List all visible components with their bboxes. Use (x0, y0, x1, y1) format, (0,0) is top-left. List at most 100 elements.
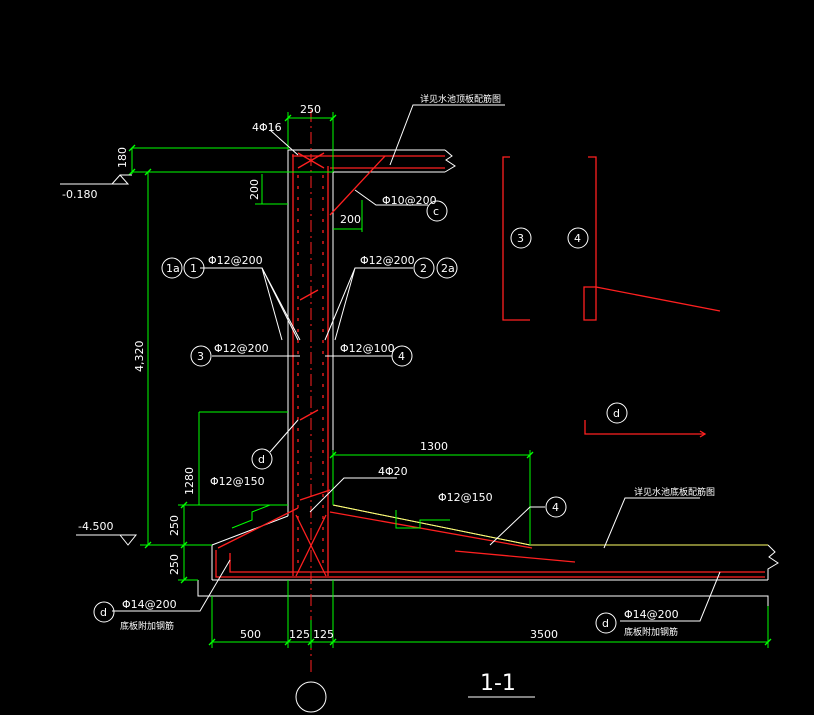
section-title: 1-1 (480, 671, 516, 696)
bar-shape-3 (502, 156, 530, 321)
spacing-ticks-right (395, 510, 450, 529)
tag-2a-text: 2a (441, 262, 455, 275)
rebar-inner-right-text: Φ12@200 (360, 254, 415, 267)
bar-shape-4-tail (595, 286, 721, 312)
tag-1-circle (183, 257, 205, 279)
dim-base-upper-text: 250 (168, 515, 181, 536)
note-base-add-right: 底板附加钢筋 (624, 626, 678, 638)
leader-top-corner (269, 129, 299, 156)
detail-tag-4-circle (567, 227, 589, 249)
tag-1-text: 1 (190, 262, 197, 275)
tag-d-left-text: d (100, 606, 107, 619)
tag-1a-text: 1a (166, 262, 180, 275)
bar-shape-4 (583, 156, 597, 321)
top-slab-break-mark (444, 149, 456, 173)
dim-base-lower-text: 250 (168, 554, 181, 575)
wall-stub-1 (299, 289, 319, 301)
dimension-lines (131, 112, 769, 648)
rebar-inner-left-text: Φ12@200 (208, 254, 263, 267)
bar-detail-d (584, 420, 707, 438)
heel-added-bar (454, 550, 576, 563)
rebar-haunch-top-text: Φ10@200 (382, 194, 437, 207)
tag-4-text: 4 (398, 350, 405, 363)
tag-d-right-text: d (602, 617, 609, 630)
bottom-haunch-bar-right (329, 511, 533, 549)
leader-td-mid (269, 419, 299, 453)
detail-tag-d-circle (606, 402, 628, 424)
tag-c-text: c (433, 205, 439, 218)
rebar-base-right-text: Φ14@200 (624, 608, 679, 621)
rebar-group (215, 152, 765, 578)
note-base-slab-ref: 详见水池底板配筋图 (634, 486, 715, 498)
wall-stub-2 (299, 409, 319, 421)
tag-3-text: 3 (197, 350, 204, 363)
axis-bubble (295, 681, 327, 713)
rebar-bottom-left-text: Φ12@150 (210, 475, 265, 488)
tag-1a-circle (161, 257, 183, 279)
blinding-layer (197, 580, 769, 606)
dim-top-slab-text: 180 (116, 147, 129, 168)
level-bottom-symbol (76, 534, 138, 546)
tag-4-circle (391, 345, 413, 367)
bottom-x-bar-2 (295, 514, 327, 577)
bar-shape-d (584, 420, 705, 435)
leader-top-slab-ref (389, 104, 505, 166)
bottom-haunch-bar-left (217, 507, 299, 549)
bar-shape-d-hook (699, 430, 707, 438)
level-markers (60, 174, 138, 546)
dim-top-haunch-h-text: 200 (340, 213, 361, 226)
base-break-mark (767, 544, 779, 580)
leader-inner-right-path (324, 267, 413, 341)
tag-2-text: 2 (420, 262, 427, 275)
level-top-text: -0.180 (62, 188, 97, 201)
rebar-base-left-text: Φ14@200 (122, 598, 177, 611)
tag-4-bottom-circle (545, 496, 567, 518)
dim-half-wall-left-text: 125 (289, 628, 310, 641)
tag-3-circle (190, 345, 212, 367)
note-top-slab-ref: 详见水池顶板配筋图 (420, 93, 501, 105)
top-haunch-bar (329, 155, 386, 216)
detail-tag-3-text: 3 (517, 232, 524, 245)
level-top-symbol (60, 174, 130, 185)
leader-base-ref (603, 497, 700, 549)
detail-tag-d-text: d (613, 407, 620, 420)
leader-lines (112, 104, 721, 622)
leader-inner-left (200, 267, 301, 341)
rebar-top-corner-text: 4Φ16 (252, 121, 282, 134)
tag-4-bottom-text: 4 (552, 501, 559, 514)
level-bottom-text: -4.500 (78, 520, 113, 533)
leader-base-left (112, 559, 231, 612)
leader-bottom-corner (309, 477, 397, 513)
tag-d-mid-circle (251, 448, 273, 470)
dim-heel-text: 3500 (530, 628, 558, 641)
waterproof-line (332, 504, 768, 546)
concrete-outline (197, 149, 779, 606)
base-top-bar (229, 553, 765, 573)
rebar-bottom-corner-text: 4Φ20 (378, 465, 408, 478)
rebar-bottom-right-text: Φ12@150 (438, 491, 493, 504)
tag-d-right-circle (595, 612, 617, 634)
leader-inner-left-path (200, 267, 299, 341)
tag-2-circle (413, 257, 435, 279)
dim-bottom-haunch-text: 1280 (183, 467, 196, 495)
wall-stub-3 (299, 489, 331, 501)
bar-detail-3 (502, 156, 530, 321)
spacing-ticks-left (231, 504, 271, 529)
tag-d-left-circle (93, 601, 115, 623)
detail-tag-4-text: 4 (574, 232, 581, 245)
rebar-mid-right-text: Φ12@100 (340, 342, 395, 355)
dimension-ticks (128, 114, 772, 646)
bar-detail-4 (583, 156, 721, 321)
circle-tags (93, 200, 628, 713)
tag-d-mid-text: d (258, 453, 265, 466)
note-base-add-left: 底板附加钢筋 (120, 620, 174, 632)
base-bottom-bar (215, 550, 765, 578)
dim-top-haunch-text: 200 (248, 179, 261, 200)
leader-haunch-top (354, 189, 428, 206)
leader-t4-bottom (489, 506, 545, 546)
dim-heel-haunch-text: 1300 (420, 440, 448, 453)
dim-wall-thickness-text: 250 (300, 103, 321, 116)
rebar-mid-left-text: Φ12@200 (214, 342, 269, 355)
leader-base-right (620, 571, 721, 622)
